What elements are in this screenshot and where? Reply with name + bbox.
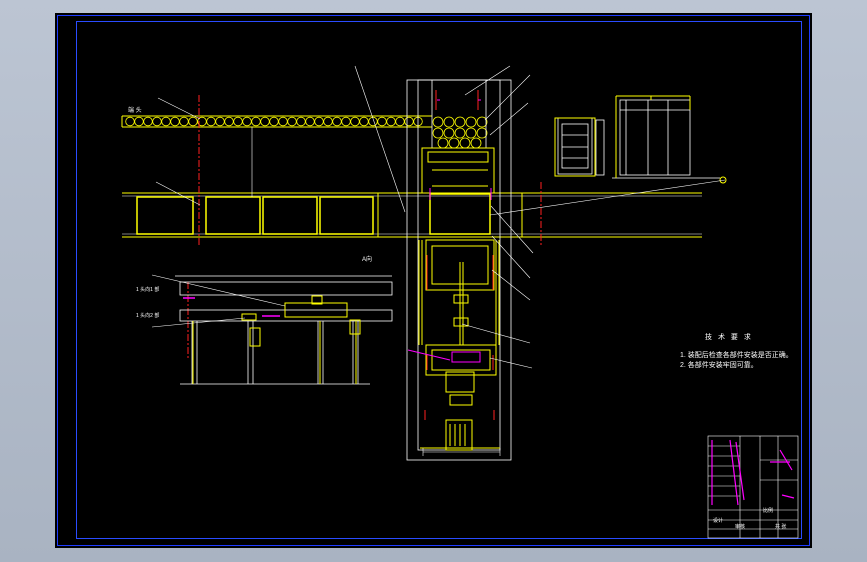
roller-stack <box>432 116 488 149</box>
roller-conveyor <box>121 115 432 128</box>
right-equipment <box>557 99 720 179</box>
side-elevation-magenta <box>183 297 280 317</box>
label-head: 端 头 <box>128 106 142 114</box>
leader-lines <box>151 65 726 369</box>
title-block-magenta <box>711 439 795 506</box>
belt-conveyor <box>122 192 702 238</box>
center-lines <box>187 95 542 360</box>
side-elevation-yellow <box>192 295 361 384</box>
label-view: A向 <box>362 255 372 263</box>
drawing-sheet: 技 术 要 求 1. 装配后检查各部件安装是否正确。 2. 各部件安装牢固可靠。… <box>55 13 812 548</box>
magenta-marks <box>407 99 492 363</box>
notes-title: 技 术 要 求 <box>705 334 753 341</box>
rollers <box>125 116 423 127</box>
dimension-bottom <box>422 448 501 456</box>
label-dim-left: 1 头向1 部 <box>136 286 159 293</box>
side-elevation <box>175 275 393 385</box>
note-1: 1. 装配后检查各部件安装是否正确。 <box>680 352 793 359</box>
lift-tower <box>406 79 512 461</box>
note-2: 2. 各部件安装牢固可靠。 <box>680 362 758 369</box>
inner-border <box>76 21 802 539</box>
titleblock-designer: 设计 <box>713 518 724 524</box>
titleblock-scale: 比例 <box>763 508 774 514</box>
label-dim-left2: 1 头向2 部 <box>136 312 159 319</box>
drawing-labels: 端 头 A向 1 头向1 部 1 头向2 部 <box>128 106 372 319</box>
title-block <box>707 435 799 539</box>
right-equipment-yellow <box>554 95 727 184</box>
titleblock-sheet: 共 张 <box>775 524 787 530</box>
lift-structure <box>418 147 500 451</box>
outer-border <box>57 15 810 546</box>
